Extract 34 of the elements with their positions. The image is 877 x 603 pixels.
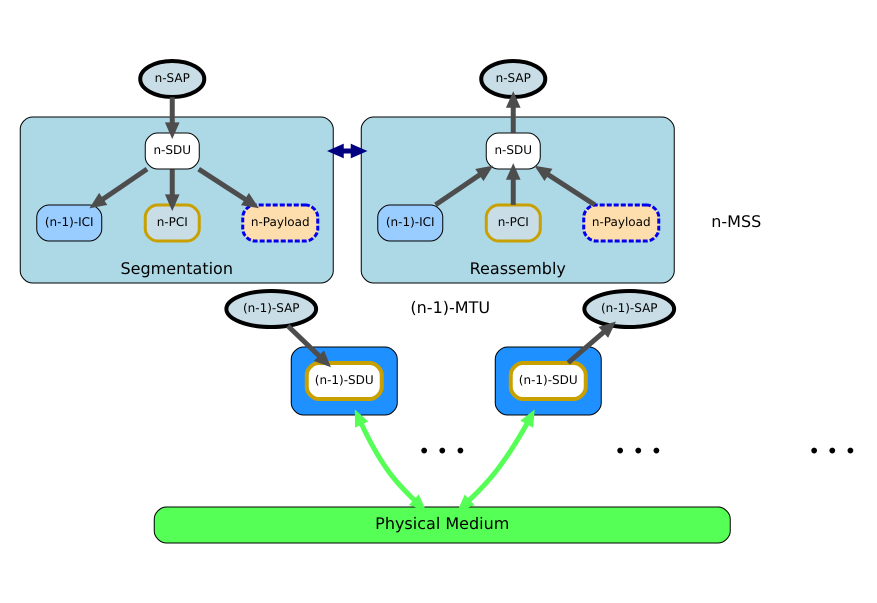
legend-label: n-MSS	[711, 211, 762, 230]
node-ellipse: (n-1)-SAP	[224, 288, 318, 328]
arrow	[434, 165, 494, 206]
legend-label: (n-1)-MTU	[410, 297, 490, 316]
arrow	[506, 90, 521, 132]
node-box: (n-1)-ICI	[36, 204, 102, 241]
label: • • •	[418, 438, 466, 462]
arrow	[164, 96, 180, 139]
label: • • •	[614, 438, 662, 462]
arrow	[164, 168, 180, 211]
arrow	[197, 166, 259, 208]
arrow	[354, 408, 426, 510]
label: • • •	[808, 438, 856, 462]
arrow	[506, 162, 521, 204]
arrow	[534, 165, 596, 206]
node-box: n-SDU	[144, 132, 200, 169]
node-box: n-Payload	[582, 203, 660, 242]
node-ellipse: n-SAP	[479, 58, 548, 98]
node-box: n-SDU	[486, 132, 541, 169]
node-box: (n-1)-SDU	[304, 360, 384, 400]
arrow	[566, 320, 616, 364]
node-box: Physical Medium	[154, 506, 731, 543]
arrow	[327, 143, 368, 158]
node-ellipse: (n-1)-SAP	[582, 288, 676, 328]
arrow	[89, 166, 148, 208]
cluster	[494, 346, 602, 415]
node-box: (n-1)-ICI	[377, 204, 444, 241]
cluster	[290, 346, 398, 415]
node-box: (n-1)-SDU	[508, 360, 588, 400]
node-box: n-PCI	[484, 203, 542, 242]
node-box: n-PCI	[144, 203, 201, 242]
node-box: n-Payload	[241, 203, 320, 242]
arrow	[286, 324, 331, 367]
node-ellipse: n-SAP	[138, 58, 206, 98]
